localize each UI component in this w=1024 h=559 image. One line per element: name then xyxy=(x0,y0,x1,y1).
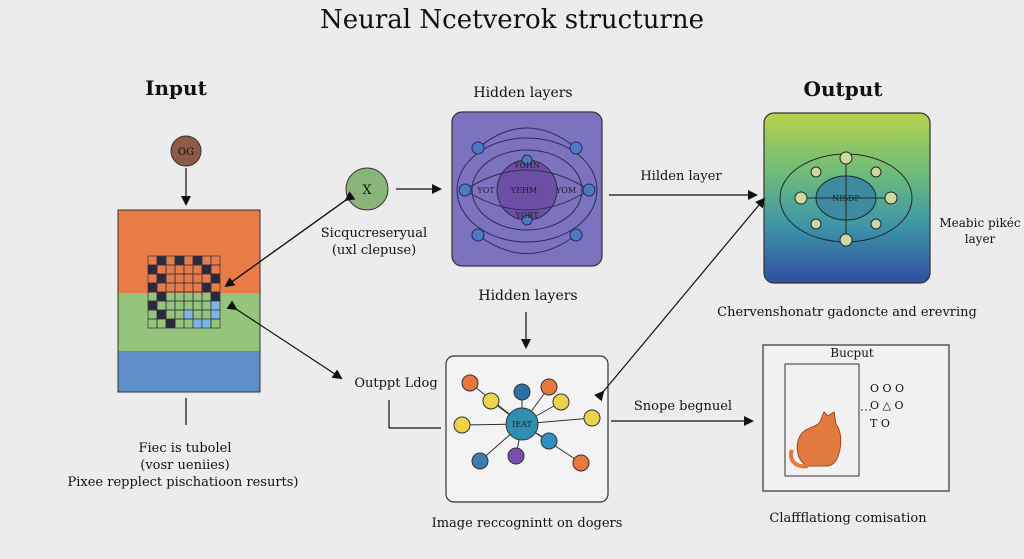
input-band-green xyxy=(118,293,260,351)
hidden-inner-bottom: YOBT xyxy=(514,211,539,220)
input-panel: OG Fiec is tubolel (vosr ueniies) Pixee … xyxy=(67,135,299,490)
pixel-cell xyxy=(201,282,212,293)
pixel-cell xyxy=(210,318,221,329)
output-panel: NISDP Meabic pikéc layer Chervenshonatr … xyxy=(717,112,1021,320)
pixel-cell xyxy=(174,255,185,266)
pixel-cell xyxy=(210,309,221,320)
pixel-cell xyxy=(156,291,167,302)
hidden-inner-right: YOM xyxy=(555,186,576,195)
star-nodes xyxy=(453,374,601,472)
arrow-image-to-output xyxy=(594,197,766,402)
pixel-cell xyxy=(147,264,158,275)
pixel-cell xyxy=(210,273,221,284)
pixel-cell xyxy=(156,309,167,320)
arrow-label-hidden-layer: Hilden layer xyxy=(640,169,722,184)
output-caption: Chervenshonatr gadoncte and erevring xyxy=(717,305,977,320)
input-caption-line-3: Pixee repplect pischatioon resurts) xyxy=(67,475,298,490)
classification-panel: Bucput O O O O △ O T O Claffflationg com… xyxy=(762,344,950,526)
output-side-label-1: Meabic pikéc xyxy=(939,216,1020,230)
pixel-cell xyxy=(210,300,221,311)
output-side-label-2: layer xyxy=(965,232,996,246)
hidden-inner-top: YOHN xyxy=(513,161,540,170)
input-caption-line-1: Fiec is tubolel xyxy=(139,441,232,456)
pixel-cell xyxy=(147,282,158,293)
image-recognition-panel: IEAT Image reccognintt on dogers xyxy=(432,355,623,531)
input-heading: Input xyxy=(145,76,207,100)
hidden-nodes xyxy=(458,141,596,242)
cat-silhouette xyxy=(789,411,842,469)
classification-title: Bucput xyxy=(830,346,874,360)
pixel-cell xyxy=(165,318,176,329)
hidden-center-label: YEHM xyxy=(510,186,537,195)
arrow-label-snope: Snope begnuel xyxy=(634,399,732,414)
diagram-title: Neural Ncetverok structurne xyxy=(320,5,704,35)
classification-box xyxy=(762,344,950,492)
pixel-cell xyxy=(183,309,194,320)
og-node xyxy=(170,135,202,167)
classification-glyphs-1: O O O xyxy=(870,382,904,395)
output-center-label: NISDP xyxy=(832,194,860,203)
arrow-label-output-ldog: Outppt Ldog xyxy=(354,376,437,391)
x-node xyxy=(345,167,389,211)
hidden-layers-panel: YOHN YOT YEHM YOM YOBT Hidden layers xyxy=(451,111,603,304)
input-caption-line-2: (vosr ueniies) xyxy=(140,458,229,473)
image-caption: Image reccognintt on dogers xyxy=(432,516,623,531)
pixel-cell xyxy=(156,255,167,266)
pixel-cell xyxy=(201,264,212,275)
classification-caption: Claffflationg comisation xyxy=(769,511,927,526)
image-center-label: IEAT xyxy=(512,420,532,429)
x-node-group: X Sicqucreseryual (uxl clepuse) xyxy=(321,167,427,258)
pixel-grid xyxy=(147,255,221,329)
input-band-orange xyxy=(118,210,260,293)
pixel-cell xyxy=(156,273,167,284)
og-node-label: OG xyxy=(178,147,194,158)
arrow-grid-to-x xyxy=(225,191,356,287)
pixel-cell xyxy=(192,255,203,266)
arrow-grid-to-output-ldog xyxy=(226,300,343,380)
classification-glyphs-2: O △ O xyxy=(870,399,904,412)
pixel-cell xyxy=(147,300,158,311)
x-caption-line-2: (uxl clepuse) xyxy=(332,243,416,258)
connector-arrows xyxy=(224,184,766,429)
pixel-cell xyxy=(210,291,221,302)
output-nodes xyxy=(794,151,898,247)
input-band-blue xyxy=(118,351,260,392)
hidden-layers-caption: Hidden layers xyxy=(478,288,577,304)
x-caption-line-1: Sicqucreseryual xyxy=(321,226,427,241)
pixel-cell xyxy=(192,318,203,329)
hidden-layers-heading: Hidden layers xyxy=(473,85,572,101)
x-node-label: X xyxy=(362,183,372,198)
pixel-cell xyxy=(201,318,212,329)
cat-frame xyxy=(784,363,860,477)
output-heading: Output xyxy=(804,77,884,101)
classification-glyphs-3: T O xyxy=(870,417,890,430)
hidden-inner-left: YOT xyxy=(476,186,495,195)
